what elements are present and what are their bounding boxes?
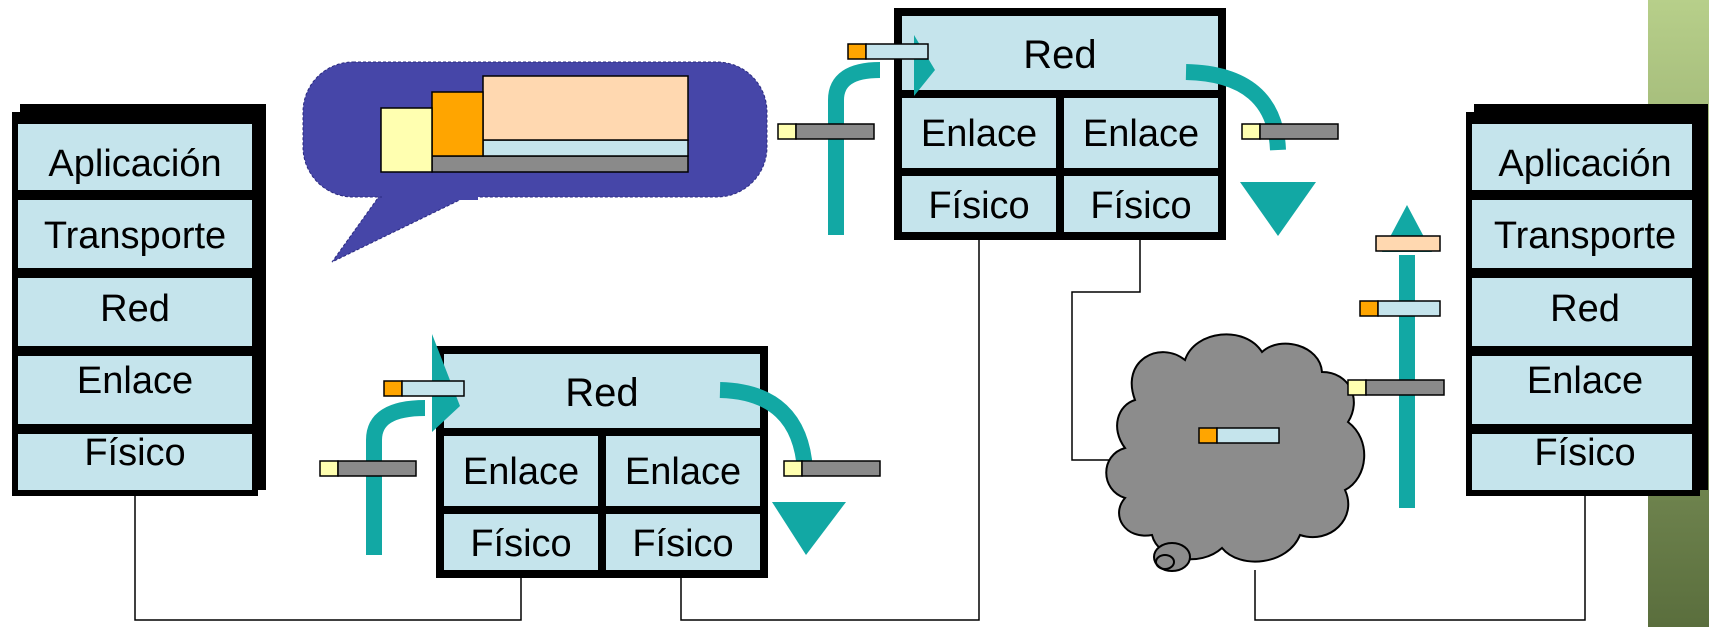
wire-cloud-to-host-right [1254,496,1586,621]
host-right-label-link: Enlace [1527,360,1643,402]
router-bottom-link-label-2: Enlace [625,451,741,493]
router-top-physical-label-2: Físico [1090,185,1191,227]
router-top: Red Enlace Enlace Físico Físico [894,8,1226,240]
bubble-link-header [380,107,433,173]
router-top-network-label: Red [1023,33,1096,77]
router-top-link-label-2: Enlace [1083,113,1199,155]
wire-router-top-to-cloud [1071,238,1141,461]
router-bottom-link-cell-2 [606,436,760,506]
network-cloud-icon [1105,333,1366,572]
bubble-network-header [431,91,484,157]
router-top-link-label-1: Enlace [921,113,1037,155]
host-right-label-transport: Transporte [1494,215,1676,257]
host-right-layer-link [1472,356,1692,424]
router-bottom-physical-label-2: Físico [632,523,733,565]
arrowhead-top-down [1240,182,1316,236]
router-bottom-physical-label-1: Físico [470,523,571,565]
router-top-physical-cell-2 [1064,176,1218,232]
router-bottom-physical-cell-1 [444,514,598,570]
curved-arrow-icon [366,62,1415,555]
host-left-layer-application [18,124,252,190]
host-left-layer-link [18,356,252,424]
router-bottom-network-label: Red [565,371,638,415]
host-left-layer-network [18,278,252,346]
host-left-label-physical: Físico [84,432,185,474]
host-left-label-link: Enlace [77,360,193,402]
arrow-up-into-router-top [828,62,881,235]
router-bottom-physical-cell-2 [606,514,760,570]
host-right-layer-application [1472,124,1692,190]
host-right-layer-physical [1472,434,1692,490]
wire-host-left-to-router-bottom [134,496,522,621]
router-bottom-link-cell-1 [444,436,598,506]
host-right-stack: Aplicación Transporte Red Enlace Físico [1466,104,1708,496]
router-top-physical-label-1: Físico [928,185,1029,227]
arrowhead-bottom-down [772,502,846,555]
speech-bubble-icon [302,61,768,263]
host-right-label-application: Aplicación [1498,143,1671,185]
host-right-label-physical: Físico [1534,432,1635,474]
router-top-physical-cell-1 [902,176,1056,232]
host-right-layer-network [1472,278,1692,346]
router-top-link-cell-1 [902,98,1056,168]
bubble-payload-lower [482,139,689,157]
host-left-layer-transport [18,200,252,268]
host-right-layer-transport [1472,200,1692,268]
host-left-label-network: Red [100,288,170,330]
router-bottom: Red Enlace Enlace Físico Físico [436,346,768,578]
host-left-label-application: Aplicación [48,143,221,185]
router-top-network-cell [902,16,1218,90]
bubble-payload [482,75,689,141]
host-left-label-transport: Transporte [44,215,226,257]
bubble-frame-trailer [431,155,689,173]
wire-router-bottom-to-router-top [680,238,980,621]
router-bottom-network-cell [444,354,760,428]
arrow-up-into-router-bottom [366,400,426,555]
host-right-label-network: Red [1550,288,1620,330]
router-top-link-cell-2 [1064,98,1218,168]
connection-lines [134,238,1586,621]
router-bottom-link-label-1: Enlace [463,451,579,493]
arrow-down-out-router-bottom [719,382,813,471]
host-left-stack: Aplicación Transporte Red Enlace Físico [12,104,266,496]
host-left-layer-physical [18,434,252,490]
packet-icon [319,43,1445,477]
